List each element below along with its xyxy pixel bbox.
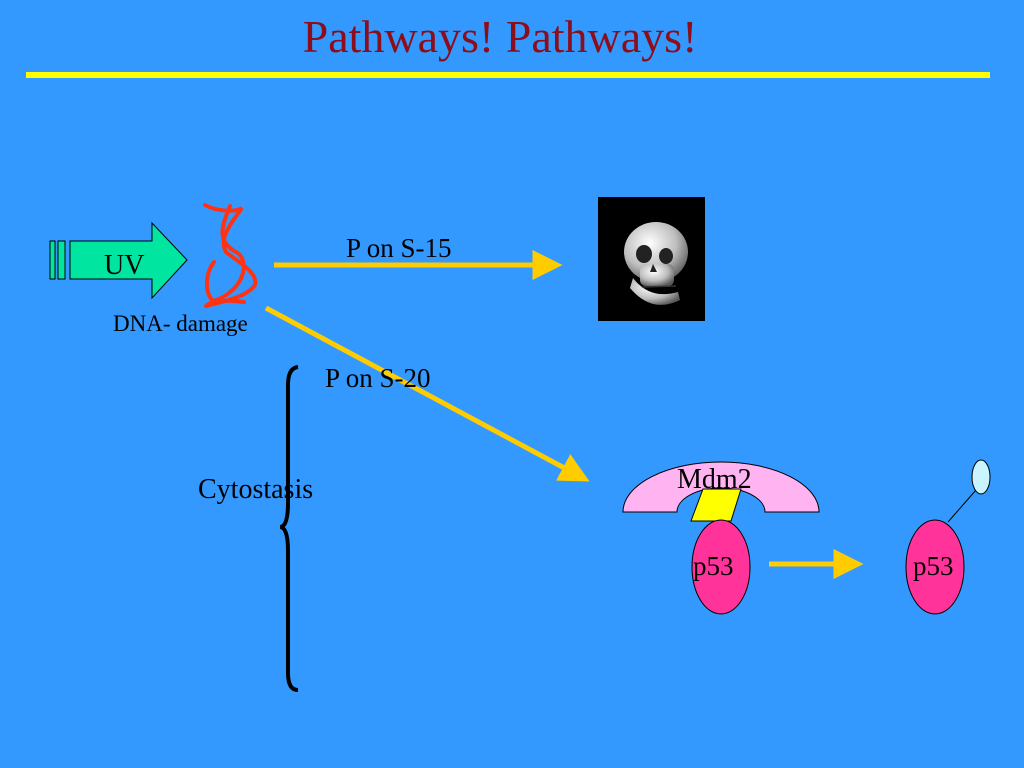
uv-label: UV bbox=[104, 250, 145, 281]
mdm2-label: Mdm2 bbox=[677, 464, 752, 495]
p53-free bbox=[905, 519, 965, 615]
p53-free-label: p53 bbox=[913, 551, 954, 581]
arrow-s20 bbox=[264, 305, 590, 482]
phosphate-bond bbox=[947, 489, 977, 523]
dna-damage-label: DNA- damage bbox=[113, 311, 248, 336]
uv-arrow-icon bbox=[49, 221, 188, 300]
cytostasis-brace bbox=[279, 365, 299, 692]
dna-strand-icon bbox=[203, 203, 258, 308]
p-on-s15-label: P on S-15 bbox=[346, 233, 452, 263]
phosphate-icon bbox=[971, 459, 991, 495]
p53-bound-label: p53 bbox=[693, 551, 734, 581]
p53-bound bbox=[691, 519, 751, 615]
cytostasis-label: Cytostasis bbox=[198, 474, 314, 505]
p-on-s20-label: P on S-20 bbox=[325, 363, 431, 393]
slide-title: Pathways! Pathways! bbox=[302, 11, 698, 62]
title-underline bbox=[26, 72, 990, 78]
binding-site bbox=[690, 488, 742, 522]
skull-icon bbox=[598, 197, 705, 321]
